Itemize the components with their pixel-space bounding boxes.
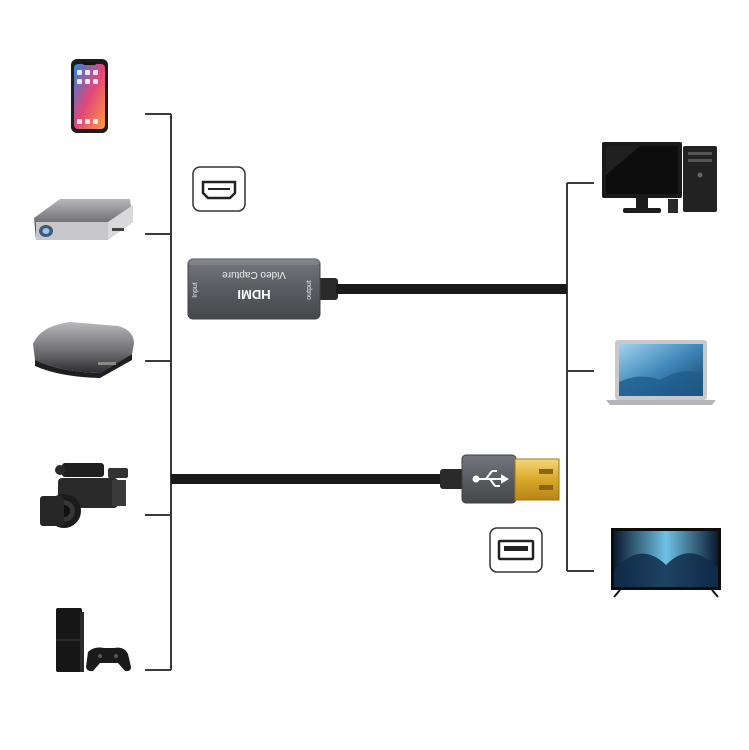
hdmi-capture-device: HDMI Video Capture Input output [187,258,321,320]
game-console-icon [56,608,131,672]
hdmi-cable [316,278,567,300]
desktop-computer-icon [602,142,717,213]
device-input-label: Input [192,282,199,298]
laptop-icon [606,340,716,405]
device-brand-text: HDMI [237,287,270,302]
destination-bracket [566,182,594,572]
smartphone-icon [71,59,108,133]
source-bracket [145,113,172,671]
usb-port-icon [489,527,543,573]
television-icon [611,528,721,598]
set-top-box-icon [33,322,134,378]
hdmi-port-icon [192,166,246,212]
usb-cable [171,469,464,489]
video-camera-icon [40,463,128,528]
projector-icon [34,199,133,240]
device-output-label: output [306,280,313,300]
device-product-text: Video Capture [222,269,286,280]
usb-plug [461,454,560,504]
usb-trident-icon [472,470,509,487]
